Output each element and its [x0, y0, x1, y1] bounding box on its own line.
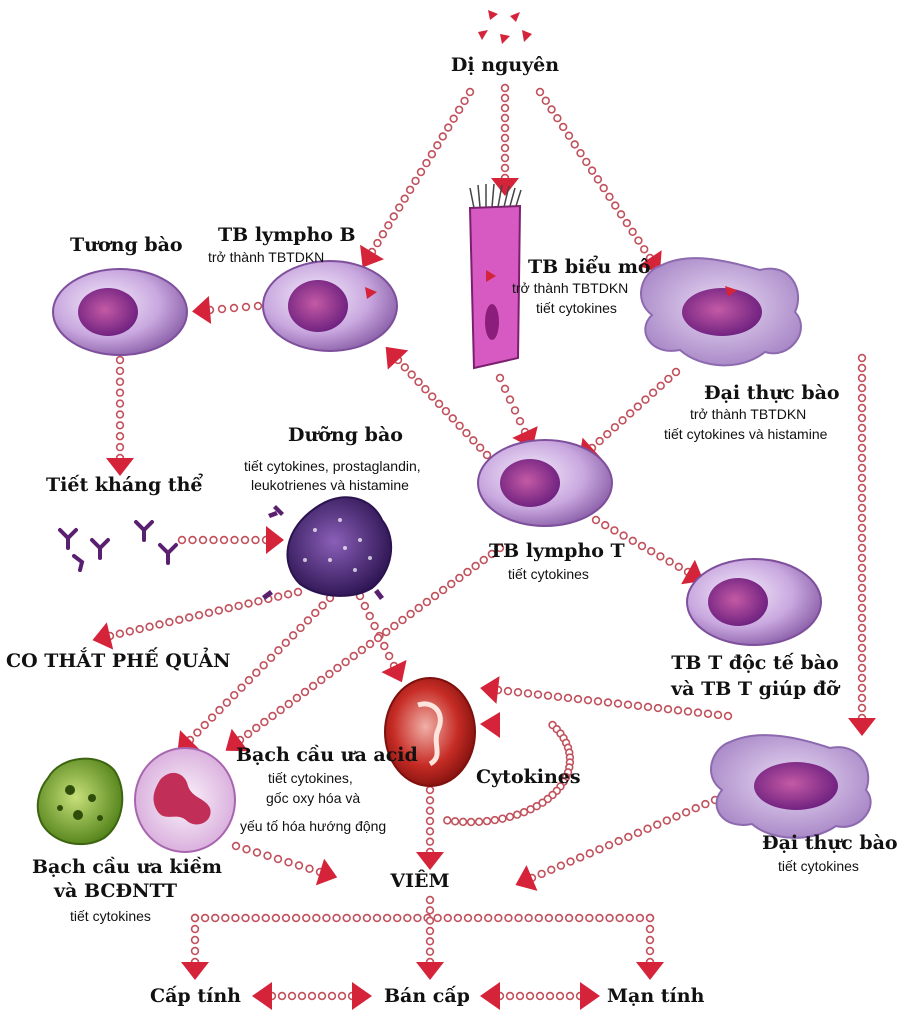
- antibodies-label: Tiết kháng thể: [46, 474, 203, 496]
- cytotoxic-t-label-1: TB T độc tế bào: [671, 652, 839, 674]
- bottom-link-arrowhead-2: [480, 982, 500, 1010]
- t-lymphocyte-label: TB lympho T: [489, 540, 625, 562]
- eosinophil-subtitle-2: gốc oxy hóa và: [266, 790, 361, 806]
- macrophage-2-subtitle: tiết cytokines: [778, 858, 859, 874]
- basophil-label-2: và BCĐNTT: [54, 880, 178, 902]
- chain-tcell-to-basophil: [235, 543, 505, 745]
- arrowhead-eosinophil-to-inflammation: [416, 852, 444, 870]
- chain-epithelial-to-tcell: [495, 373, 530, 437]
- macrophage-1-subtitle-1: trở thành TBTDKN: [690, 406, 807, 422]
- eosinophil-label: Bạch cầu ưa acid: [236, 744, 418, 766]
- epithelial-label: TB biểu mô: [528, 256, 651, 278]
- eosinophil-cell: [384, 677, 476, 787]
- arrowhead-macrophage2-to-eosinophil: [480, 676, 500, 704]
- arrowhead-antibodies-to-mast: [266, 526, 284, 554]
- neutrophil-cell: [134, 747, 236, 853]
- arrowhead-tcell-to-basophil: [225, 728, 249, 752]
- chain-antibodies-to-mast: [177, 535, 271, 545]
- arrowhead-tcell-to-bcell: [385, 346, 409, 370]
- chain-cytokine-loop: [443, 720, 575, 827]
- allergen-particles: [478, 10, 532, 44]
- plasma-cell-label: Tương bào: [70, 234, 183, 256]
- bronchospasm-label: CO THẮT PHẾ QUẢN: [6, 650, 231, 672]
- arrowhead-mast-to-bronchospasm: [92, 622, 114, 650]
- bottom-link-arrowhead-3: [580, 982, 600, 1010]
- mast-cell: [262, 496, 393, 600]
- chain-macrophage2-to-eosinophil: [493, 685, 733, 721]
- chain-allergen-to-bcell: [367, 87, 475, 257]
- epithelial-cell: [468, 183, 522, 370]
- cytokines-label: Cytokines: [476, 766, 581, 788]
- arrowhead-bar-to-subacute: [416, 962, 444, 980]
- acute-label: Cấp tính: [150, 985, 241, 1007]
- b-lymphocyte-cell: [262, 260, 398, 352]
- chain-macrophage-to-macrophage2: [857, 353, 867, 723]
- chain-bcell-to-plasma: [205, 301, 263, 315]
- arrowhead-neutrophil-to-inflammation: [315, 858, 338, 886]
- b-lymphocyte-label: TB lympho B: [218, 224, 356, 246]
- chain-neutrophil-to-inflammation: [231, 841, 325, 877]
- chain-acute-subacute-link: [267, 991, 357, 1001]
- chain-tcell-to-bcell: [393, 355, 492, 460]
- macrophage-2-label: Đại thực bào: [762, 832, 898, 854]
- chronic-label: Mạn tính: [607, 985, 705, 1007]
- chain-bar-to-acute: [190, 913, 200, 967]
- cytotoxic-t-label-2: và TB T giúp đỡ: [671, 678, 839, 700]
- mast-cell-subtitle-1: tiết cytokines, prostaglandin,: [244, 458, 421, 474]
- arrowhead-bar-to-chronic: [636, 962, 664, 980]
- bottom-link-arrowhead-1: [352, 982, 372, 1010]
- arrowhead-mast-to-eosinophil: [381, 659, 407, 683]
- allergen-label: Dị nguyên: [450, 54, 560, 76]
- arrowhead-cytokine-loop: [480, 712, 500, 738]
- chain-mast-to-neutrophil: [185, 593, 335, 745]
- macrophage-1-subtitle-2: tiết cytokines và histamine: [664, 426, 828, 442]
- arrowhead-plasma-to-antibodies: [106, 458, 134, 476]
- basophil-cell: [36, 757, 124, 846]
- plasma-cell: [52, 268, 188, 356]
- basophil-label-1: Bạch cầu ưa kiềm: [32, 856, 222, 878]
- chain-plasma-to-antibodies: [115, 355, 125, 463]
- antibody-symbols: [58, 520, 178, 572]
- arrowhead-bar-to-acute: [181, 962, 209, 980]
- chain-macrophage2-to-inflammation: [527, 795, 720, 883]
- arrowhead-allergen-to-epithelial: [491, 178, 519, 196]
- t-lymphocyte-subtitle: tiết cytokines: [508, 566, 589, 582]
- epithelial-subtitle-1: trở thành TBTDKN: [512, 280, 629, 296]
- chain-inflammation-bar: [190, 913, 655, 923]
- macrophage-cell-2: [710, 734, 872, 839]
- chain-allergen-to-epithelial: [500, 83, 510, 183]
- arrowheads: [92, 178, 876, 1010]
- inflammation-label: VIÊM: [390, 870, 450, 892]
- subacute-label: Bán cấp: [384, 985, 470, 1007]
- arrowhead-allergen-to-bcell: [360, 244, 384, 268]
- basophil-subtitle: tiết cytokines: [70, 908, 151, 924]
- chain-eosinophil-to-inflammation: [425, 785, 435, 857]
- chain-subacute-chronic-link: [495, 991, 585, 1001]
- chain-mast-to-eosinophil: [355, 591, 399, 671]
- connector-chains: [105, 83, 867, 1001]
- bottom-link-arrowhead-0: [252, 982, 272, 1010]
- chain-mast-to-bronchospasm: [105, 587, 303, 641]
- mast-cell-subtitle-2: leukotrienes và histamine: [251, 477, 409, 493]
- t-lymphocyte-cell: [477, 439, 613, 527]
- arrowhead-macrophage-to-macrophage2: [848, 718, 876, 736]
- epithelial-subtitle-2: tiết cytokines: [536, 300, 617, 316]
- b-lymphocyte-subtitle: trở thành TBTDKN: [208, 249, 325, 265]
- eosinophil-subtitle-3: yếu tố hóa hướng động: [240, 818, 387, 834]
- cytotoxic-t-cell: [686, 558, 822, 646]
- chain-allergen-to-macrophage: [535, 87, 655, 263]
- macrophage-1-label: Đại thực bào: [704, 382, 840, 404]
- mast-cell-label: Dưỡng bào: [288, 424, 403, 446]
- macrophage-cell-1: [640, 257, 802, 367]
- arrowhead-macrophage2-to-inflammation: [515, 865, 538, 891]
- chain-bar-to-chronic: [645, 913, 655, 967]
- chain-bar-to-subacute: [425, 895, 435, 967]
- eosinophil-subtitle-1: tiết cytokines,: [268, 770, 353, 786]
- arrowhead-bcell-to-plasma: [192, 296, 212, 324]
